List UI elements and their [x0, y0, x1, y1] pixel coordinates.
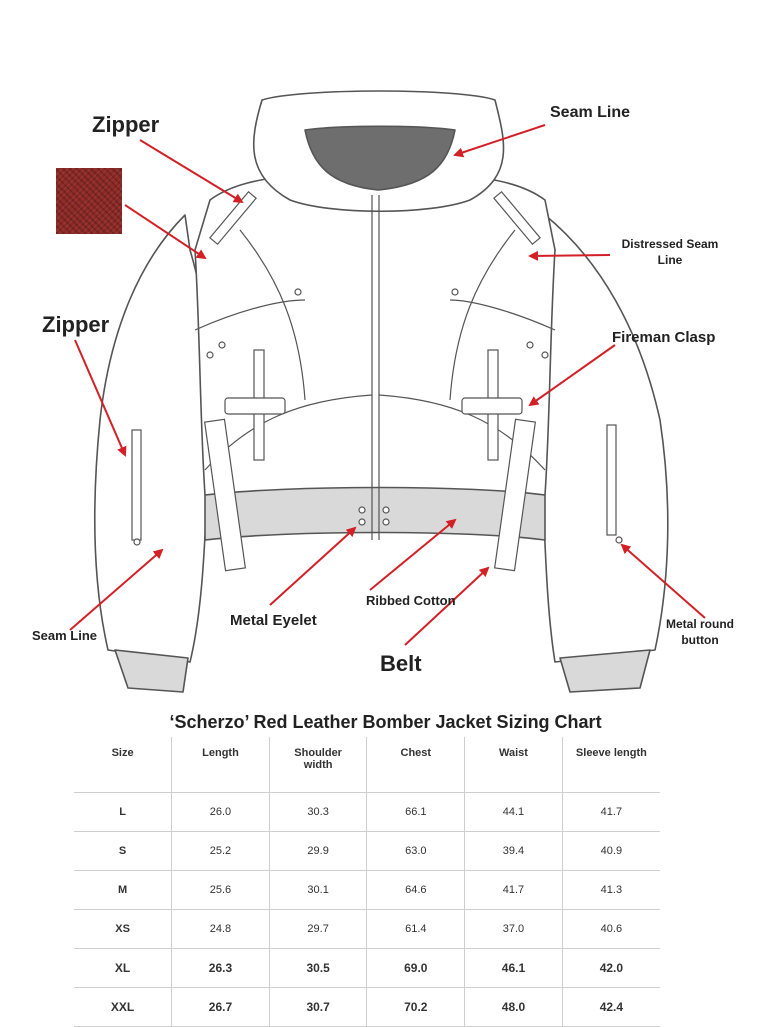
- callout-fireman-clasp: Fireman Clasp: [612, 329, 716, 346]
- cell-length: 25.2: [171, 831, 270, 871]
- jacket-body: [194, 174, 556, 496]
- callout-belt: Belt: [380, 651, 422, 676]
- left-sleeve: [93, 214, 212, 663]
- callout-seam-line-top: Seam Line: [550, 104, 631, 121]
- cell-length: 26.7: [171, 987, 270, 1027]
- arrow-eyelet: [269, 526, 357, 606]
- cell-sleeve-length: 40.9: [561, 831, 660, 871]
- callout-metal-round-button: Metal round button: [666, 617, 734, 647]
- header-shoulder-width: Shoulder width: [268, 737, 367, 793]
- cell-size: XS: [74, 909, 172, 949]
- cell-chest: 61.4: [366, 909, 465, 949]
- cell-length: 26.0: [171, 792, 270, 832]
- table-row: M 25.6 30.1 64.6 41.7 41.3: [74, 870, 660, 910]
- callout-metal-eyelet: Metal Eyelet: [230, 612, 317, 629]
- size-chart-table: Size Length Shoulder width Chest Waist S…: [74, 737, 660, 1027]
- callout-zipper-top: Zipper: [92, 112, 160, 137]
- cell-size: M: [74, 870, 172, 910]
- callout-ribbed-cotton: Ribbed Cotton: [366, 593, 456, 608]
- cell-waist: 46.1: [464, 948, 563, 988]
- cell-shoulder-width: 29.7: [268, 909, 367, 949]
- jacket-diagram: [69, 90, 706, 693]
- header-size: Size: [74, 737, 172, 793]
- header-sleeve-length: Sleeve length: [561, 737, 660, 793]
- right-sleeve: [538, 214, 669, 663]
- cell-sleeve-length: 40.6: [561, 909, 660, 949]
- arrow-button: [620, 543, 706, 619]
- arrow-seam-top: [453, 124, 546, 158]
- cell-length: 26.3: [171, 948, 270, 988]
- callout-zipper-left: Zipper: [42, 312, 110, 337]
- arrow-belt: [404, 566, 490, 646]
- callout-seam-line-bottom: Seam Line: [32, 628, 98, 643]
- cell-waist: 41.7: [464, 870, 563, 910]
- table-header-row: Size Length Shoulder width Chest Waist S…: [74, 737, 660, 793]
- table-row: XS 24.8 29.7 61.4 37.0 40.6: [74, 909, 660, 949]
- right-cuff: [559, 649, 651, 693]
- cell-size: XL: [74, 948, 172, 988]
- cell-chest: 63.0: [366, 831, 465, 871]
- cell-shoulder-width: 29.9: [268, 831, 367, 871]
- cell-length: 24.8: [171, 909, 270, 949]
- arrow-distressed: [528, 250, 611, 261]
- hood-lining: [304, 125, 456, 191]
- table-row: L 26.0 30.3 66.1 44.1 41.7: [74, 792, 660, 832]
- arrow-ribbed: [369, 518, 457, 591]
- arrow-fireman: [528, 344, 616, 407]
- cell-size: XXL: [74, 987, 172, 1027]
- cell-sleeve-length: 42.4: [561, 987, 660, 1027]
- table-row: XL 26.3 30.5 69.0 46.1 42.0: [74, 948, 660, 988]
- arrow-zipper-left: [74, 339, 127, 457]
- leather-color-swatch: [56, 168, 122, 234]
- cell-waist: 37.0: [464, 909, 563, 949]
- cell-shoulder-width: 30.1: [268, 870, 367, 910]
- header-waist: Waist: [464, 737, 563, 793]
- cell-sleeve-length: 41.7: [561, 792, 660, 832]
- cell-waist: 39.4: [464, 831, 563, 871]
- header-chest: Chest: [366, 737, 465, 793]
- cell-shoulder-width: 30.3: [268, 792, 367, 832]
- callout-distressed-seam-line: Distressed Seam Line: [621, 237, 719, 267]
- arrow-seam-bottom: [69, 548, 164, 631]
- cell-waist: 48.0: [464, 987, 563, 1027]
- arrow-swatch: [124, 204, 207, 260]
- cell-shoulder-width: 30.5: [268, 948, 367, 988]
- table-row: XXL 26.7 30.7 70.2 48.0 42.4: [74, 987, 660, 1027]
- arrow-zipper-top: [139, 139, 244, 204]
- cell-size: L: [74, 792, 172, 832]
- cell-waist: 44.1: [464, 792, 563, 832]
- cell-sleeve-length: 41.3: [561, 870, 660, 910]
- size-chart-title: ‘Scherzo’ Red Leather Bomber Jacket Sizi…: [169, 712, 602, 732]
- cell-chest: 66.1: [366, 792, 465, 832]
- cell-length: 25.6: [171, 870, 270, 910]
- cell-size: S: [74, 831, 172, 871]
- cell-chest: 64.6: [366, 870, 465, 910]
- cell-shoulder-width: 30.7: [268, 987, 367, 1027]
- cell-chest: 70.2: [366, 987, 465, 1027]
- cell-sleeve-length: 42.0: [561, 948, 660, 988]
- waistband: [204, 486, 546, 541]
- cell-chest: 69.0: [366, 948, 465, 988]
- left-cuff: [114, 649, 189, 693]
- header-length: Length: [171, 737, 270, 793]
- table-row: S 25.2 29.9 63.0 39.4 40.9: [74, 831, 660, 871]
